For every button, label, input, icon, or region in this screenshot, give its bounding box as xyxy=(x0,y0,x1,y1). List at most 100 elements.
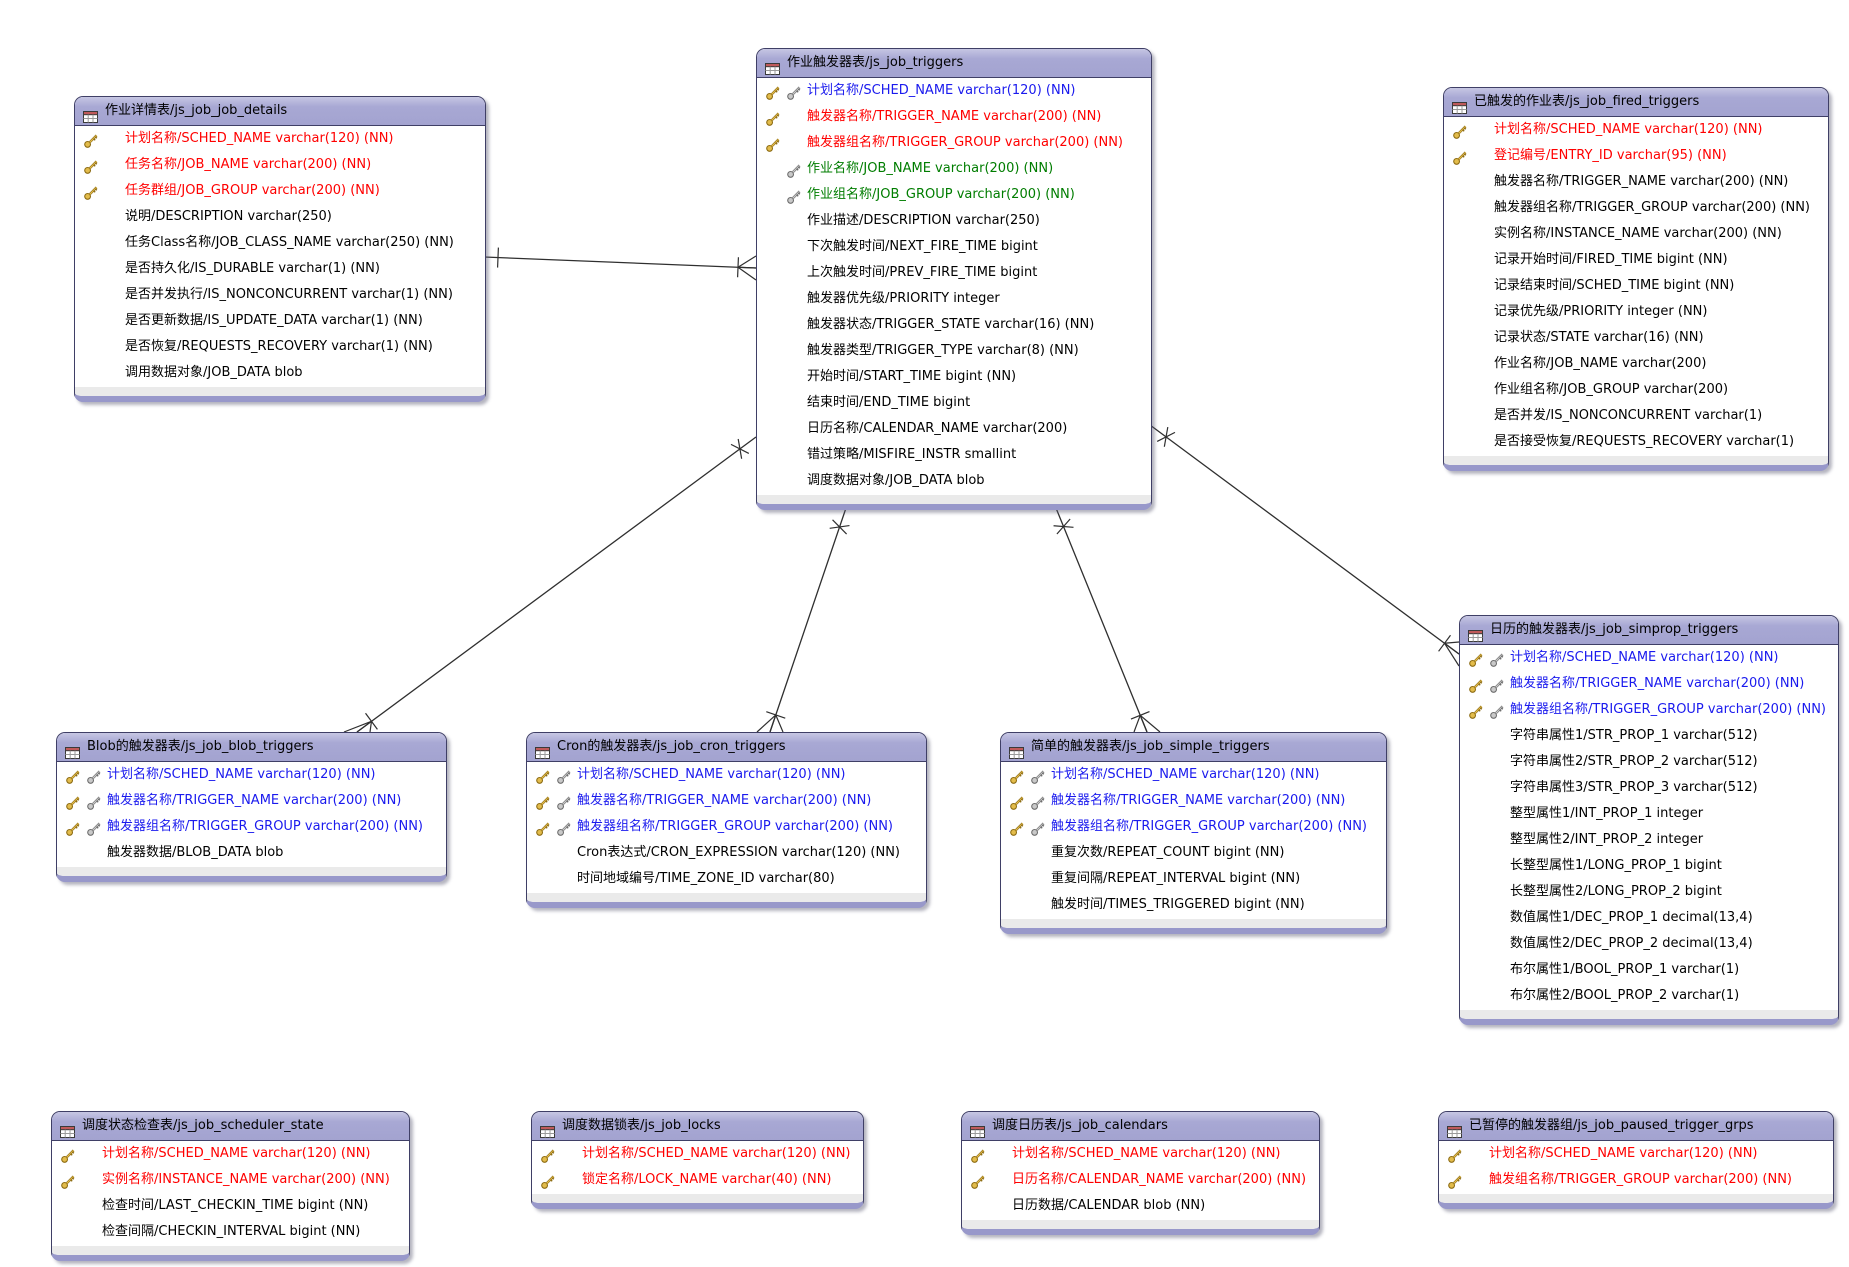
column-row[interactable]: 触发器优先级/PRIORITY integer xyxy=(757,286,1151,312)
column-row[interactable]: 触发器名称/TRIGGER_NAME varchar(200) (NN) xyxy=(1001,788,1386,814)
column-row[interactable]: 字符串属性2/STR_PROP_2 varchar(512) xyxy=(1460,749,1838,775)
column-row[interactable]: 字符串属性3/STR_PROP_3 varchar(512) xyxy=(1460,775,1838,801)
column-row[interactable]: 计划名称/SCHED_NAME varchar(120) (NN) xyxy=(1460,645,1838,671)
column-row[interactable]: 错过策略/MISFIRE_INSTR smallint xyxy=(757,442,1151,468)
column-row[interactable]: 整型属性1/INT_PROP_1 integer xyxy=(1460,801,1838,827)
column-row[interactable]: 触发器名称/TRIGGER_NAME varchar(200) (NN) xyxy=(57,788,446,814)
column-row[interactable]: 是否接受恢复/REQUESTS_RECOVERY varchar(1) xyxy=(1444,429,1828,455)
column-row[interactable]: 数值属性2/DEC_PROP_2 decimal(13,4) xyxy=(1460,931,1838,957)
table-header[interactable]: 调度状态检查表/js_job_scheduler_state xyxy=(52,1112,409,1141)
column-row[interactable]: 计划名称/SCHED_NAME varchar(120) (NN) xyxy=(57,762,446,788)
column-row[interactable]: 计划名称/SCHED_NAME varchar(120) (NN) xyxy=(1001,762,1386,788)
column-row[interactable]: 触发器数据/BLOB_DATA blob xyxy=(57,840,446,866)
column-row[interactable]: 字符串属性1/STR_PROP_1 varchar(512) xyxy=(1460,723,1838,749)
column-row[interactable]: 触发器类型/TRIGGER_TYPE varchar(8) (NN) xyxy=(757,338,1151,364)
table-header[interactable]: 作业触发器表/js_job_triggers xyxy=(757,49,1151,78)
column-row[interactable]: 触发器状态/TRIGGER_STATE varchar(16) (NN) xyxy=(757,312,1151,338)
column-row[interactable]: 布尔属性2/BOOL_PROP_2 varchar(1) xyxy=(1460,983,1838,1009)
table-header[interactable]: 调度数据锁表/js_job_locks xyxy=(532,1112,863,1141)
column-row[interactable]: 计划名称/SCHED_NAME varchar(120) (NN) xyxy=(527,762,926,788)
column-row[interactable]: 数值属性1/DEC_PROP_1 decimal(13,4) xyxy=(1460,905,1838,931)
table-header[interactable]: 已触发的作业表/js_job_fired_triggers xyxy=(1444,88,1828,117)
column-row[interactable]: 计划名称/SCHED_NAME varchar(120) (NN) xyxy=(52,1141,409,1167)
column-row[interactable]: 记录结束时间/SCHED_TIME bigint (NN) xyxy=(1444,273,1828,299)
column-row[interactable]: 长整型属性2/LONG_PROP_2 bigint xyxy=(1460,879,1838,905)
column-row[interactable]: 是否恢复/REQUESTS_RECOVERY varchar(1) (NN) xyxy=(75,334,485,360)
column-row[interactable]: 作业组名称/JOB_GROUP varchar(200) (NN) xyxy=(757,182,1151,208)
column-row[interactable]: 调度数据对象/JOB_DATA blob xyxy=(757,468,1151,494)
table-header[interactable]: 已暂停的触发器组/js_job_paused_trigger_grps xyxy=(1439,1112,1833,1141)
column-row[interactable]: 作业名称/JOB_NAME varchar(200) xyxy=(1444,351,1828,377)
column-row[interactable]: 任务Class名称/JOB_CLASS_NAME varchar(250) (N… xyxy=(75,230,485,256)
table-header[interactable]: 作业详情表/js_job_job_details xyxy=(75,97,485,126)
column-row[interactable]: 调用数据对象/JOB_DATA blob xyxy=(75,360,485,386)
column-row[interactable]: 日历名称/CALENDAR_NAME varchar(200) (NN) xyxy=(962,1167,1319,1193)
column-row[interactable]: 作业描述/DESCRIPTION varchar(250) xyxy=(757,208,1151,234)
column-row[interactable]: 日历数据/CALENDAR blob (NN) xyxy=(962,1193,1319,1219)
column-row[interactable]: 触发器名称/TRIGGER_NAME varchar(200) (NN) xyxy=(1460,671,1838,697)
column-row[interactable]: 登记编号/ENTRY_ID varchar(95) (NN) xyxy=(1444,143,1828,169)
column-row[interactable]: 日历名称/CALENDAR_NAME varchar(200) xyxy=(757,416,1151,442)
table-header[interactable]: Cron的触发器表/js_job_cron_triggers xyxy=(527,733,926,762)
column-row[interactable]: 锁定名称/LOCK_NAME varchar(40) (NN) xyxy=(532,1167,863,1193)
column-row[interactable]: 整型属性2/INT_PROP_2 integer xyxy=(1460,827,1838,853)
column-row[interactable]: 是否并发执行/IS_NONCONCURRENT varchar(1) (NN) xyxy=(75,282,485,308)
column-row[interactable]: 触发组名称/TRIGGER_GROUP varchar(200) (NN) xyxy=(1439,1167,1833,1193)
table-header[interactable]: 简单的触发器表/js_job_simple_triggers xyxy=(1001,733,1386,762)
column-row[interactable]: 记录优先级/PRIORITY integer (NN) xyxy=(1444,299,1828,325)
column-row[interactable]: 触发器组名称/TRIGGER_GROUP varchar(200) (NN) xyxy=(1001,814,1386,840)
column-row[interactable]: 计划名称/SCHED_NAME varchar(120) (NN) xyxy=(1444,117,1828,143)
table-header[interactable]: Blob的触发器表/js_job_blob_triggers xyxy=(57,733,446,762)
column-row[interactable]: 实例名称/INSTANCE_NAME varchar(200) (NN) xyxy=(52,1167,409,1193)
column-row[interactable]: 长整型属性1/LONG_PROP_1 bigint xyxy=(1460,853,1838,879)
column-row[interactable]: 计划名称/SCHED_NAME varchar(120) (NN) xyxy=(532,1141,863,1167)
column-row[interactable]: 任务名称/JOB_NAME varchar(200) (NN) xyxy=(75,152,485,178)
column-row[interactable]: 触发器名称/TRIGGER_NAME varchar(200) (NN) xyxy=(1444,169,1828,195)
column-row[interactable]: 触发器组名称/TRIGGER_GROUP varchar(200) (NN) xyxy=(527,814,926,840)
column-row[interactable]: 计划名称/SCHED_NAME varchar(120) (NN) xyxy=(75,126,485,152)
column-row[interactable]: 重复间隔/REPEAT_INTERVAL bigint (NN) xyxy=(1001,866,1386,892)
column-row[interactable]: 记录状态/STATE varchar(16) (NN) xyxy=(1444,325,1828,351)
column-row[interactable]: Cron表达式/CRON_EXPRESSION varchar(120) (NN… xyxy=(527,840,926,866)
column-row[interactable]: 下次触发时间/NEXT_FIRE_TIME bigint xyxy=(757,234,1151,260)
column-row[interactable]: 任务群组/JOB_GROUP varchar(200) (NN) xyxy=(75,178,485,204)
column-row[interactable]: 记录开始时间/FIRED_TIME bigint (NN) xyxy=(1444,247,1828,273)
column-row[interactable]: 触发器名称/TRIGGER_NAME varchar(200) (NN) xyxy=(527,788,926,814)
column-row[interactable]: 结束时间/END_TIME bigint xyxy=(757,390,1151,416)
table-header[interactable]: 日历的触发器表/js_job_simprop_triggers xyxy=(1460,616,1838,645)
column-row[interactable]: 计划名称/SCHED_NAME varchar(120) (NN) xyxy=(962,1141,1319,1167)
column-row[interactable]: 触发器组名称/TRIGGER_GROUP varchar(200) (NN) xyxy=(1460,697,1838,723)
column-row[interactable]: 上次触发时间/PREV_FIRE_TIME bigint xyxy=(757,260,1151,286)
column-row[interactable]: 计划名称/SCHED_NAME varchar(120) (NN) xyxy=(757,78,1151,104)
column-row[interactable]: 计划名称/SCHED_NAME varchar(120) (NN) xyxy=(1439,1141,1833,1167)
column-row[interactable]: 检查时间/LAST_CHECKIN_TIME bigint (NN) xyxy=(52,1193,409,1219)
column-row[interactable]: 触发器名称/TRIGGER_NAME varchar(200) (NN) xyxy=(757,104,1151,130)
table-header[interactable]: 调度日历表/js_job_calendars xyxy=(962,1112,1319,1141)
column-row[interactable]: 触发器组名称/TRIGGER_GROUP varchar(200) (NN) xyxy=(757,130,1151,156)
column-row[interactable]: 是否持久化/IS_DURABLE varchar(1) (NN) xyxy=(75,256,485,282)
column-row[interactable]: 作业组名称/JOB_GROUP varchar(200) xyxy=(1444,377,1828,403)
column-row[interactable]: 触发器组名称/TRIGGER_GROUP varchar(200) (NN) xyxy=(1444,195,1828,221)
column-row[interactable]: 触发时间/TIMES_TRIGGERED bigint (NN) xyxy=(1001,892,1386,918)
column-row[interactable]: 重复次数/REPEAT_COUNT bigint (NN) xyxy=(1001,840,1386,866)
column-row[interactable]: 检查间隔/CHECKIN_INTERVAL bigint (NN) xyxy=(52,1219,409,1245)
column-row[interactable]: 触发器组名称/TRIGGER_GROUP varchar(200) (NN) xyxy=(57,814,446,840)
column-row[interactable]: 说明/DESCRIPTION varchar(250) xyxy=(75,204,485,230)
column-row[interactable]: 时间地域编号/TIME_ZONE_ID varchar(80) xyxy=(527,866,926,892)
column-row[interactable]: 是否并发/IS_NONCONCURRENT varchar(1) xyxy=(1444,403,1828,429)
column-row[interactable]: 开始时间/START_TIME bigint (NN) xyxy=(757,364,1151,390)
column-row[interactable]: 布尔属性1/BOOL_PROP_1 varchar(1) xyxy=(1460,957,1838,983)
column-row[interactable]: 实例名称/INSTANCE_NAME varchar(200) (NN) xyxy=(1444,221,1828,247)
column-row[interactable]: 作业名称/JOB_NAME varchar(200) (NN) xyxy=(757,156,1151,182)
